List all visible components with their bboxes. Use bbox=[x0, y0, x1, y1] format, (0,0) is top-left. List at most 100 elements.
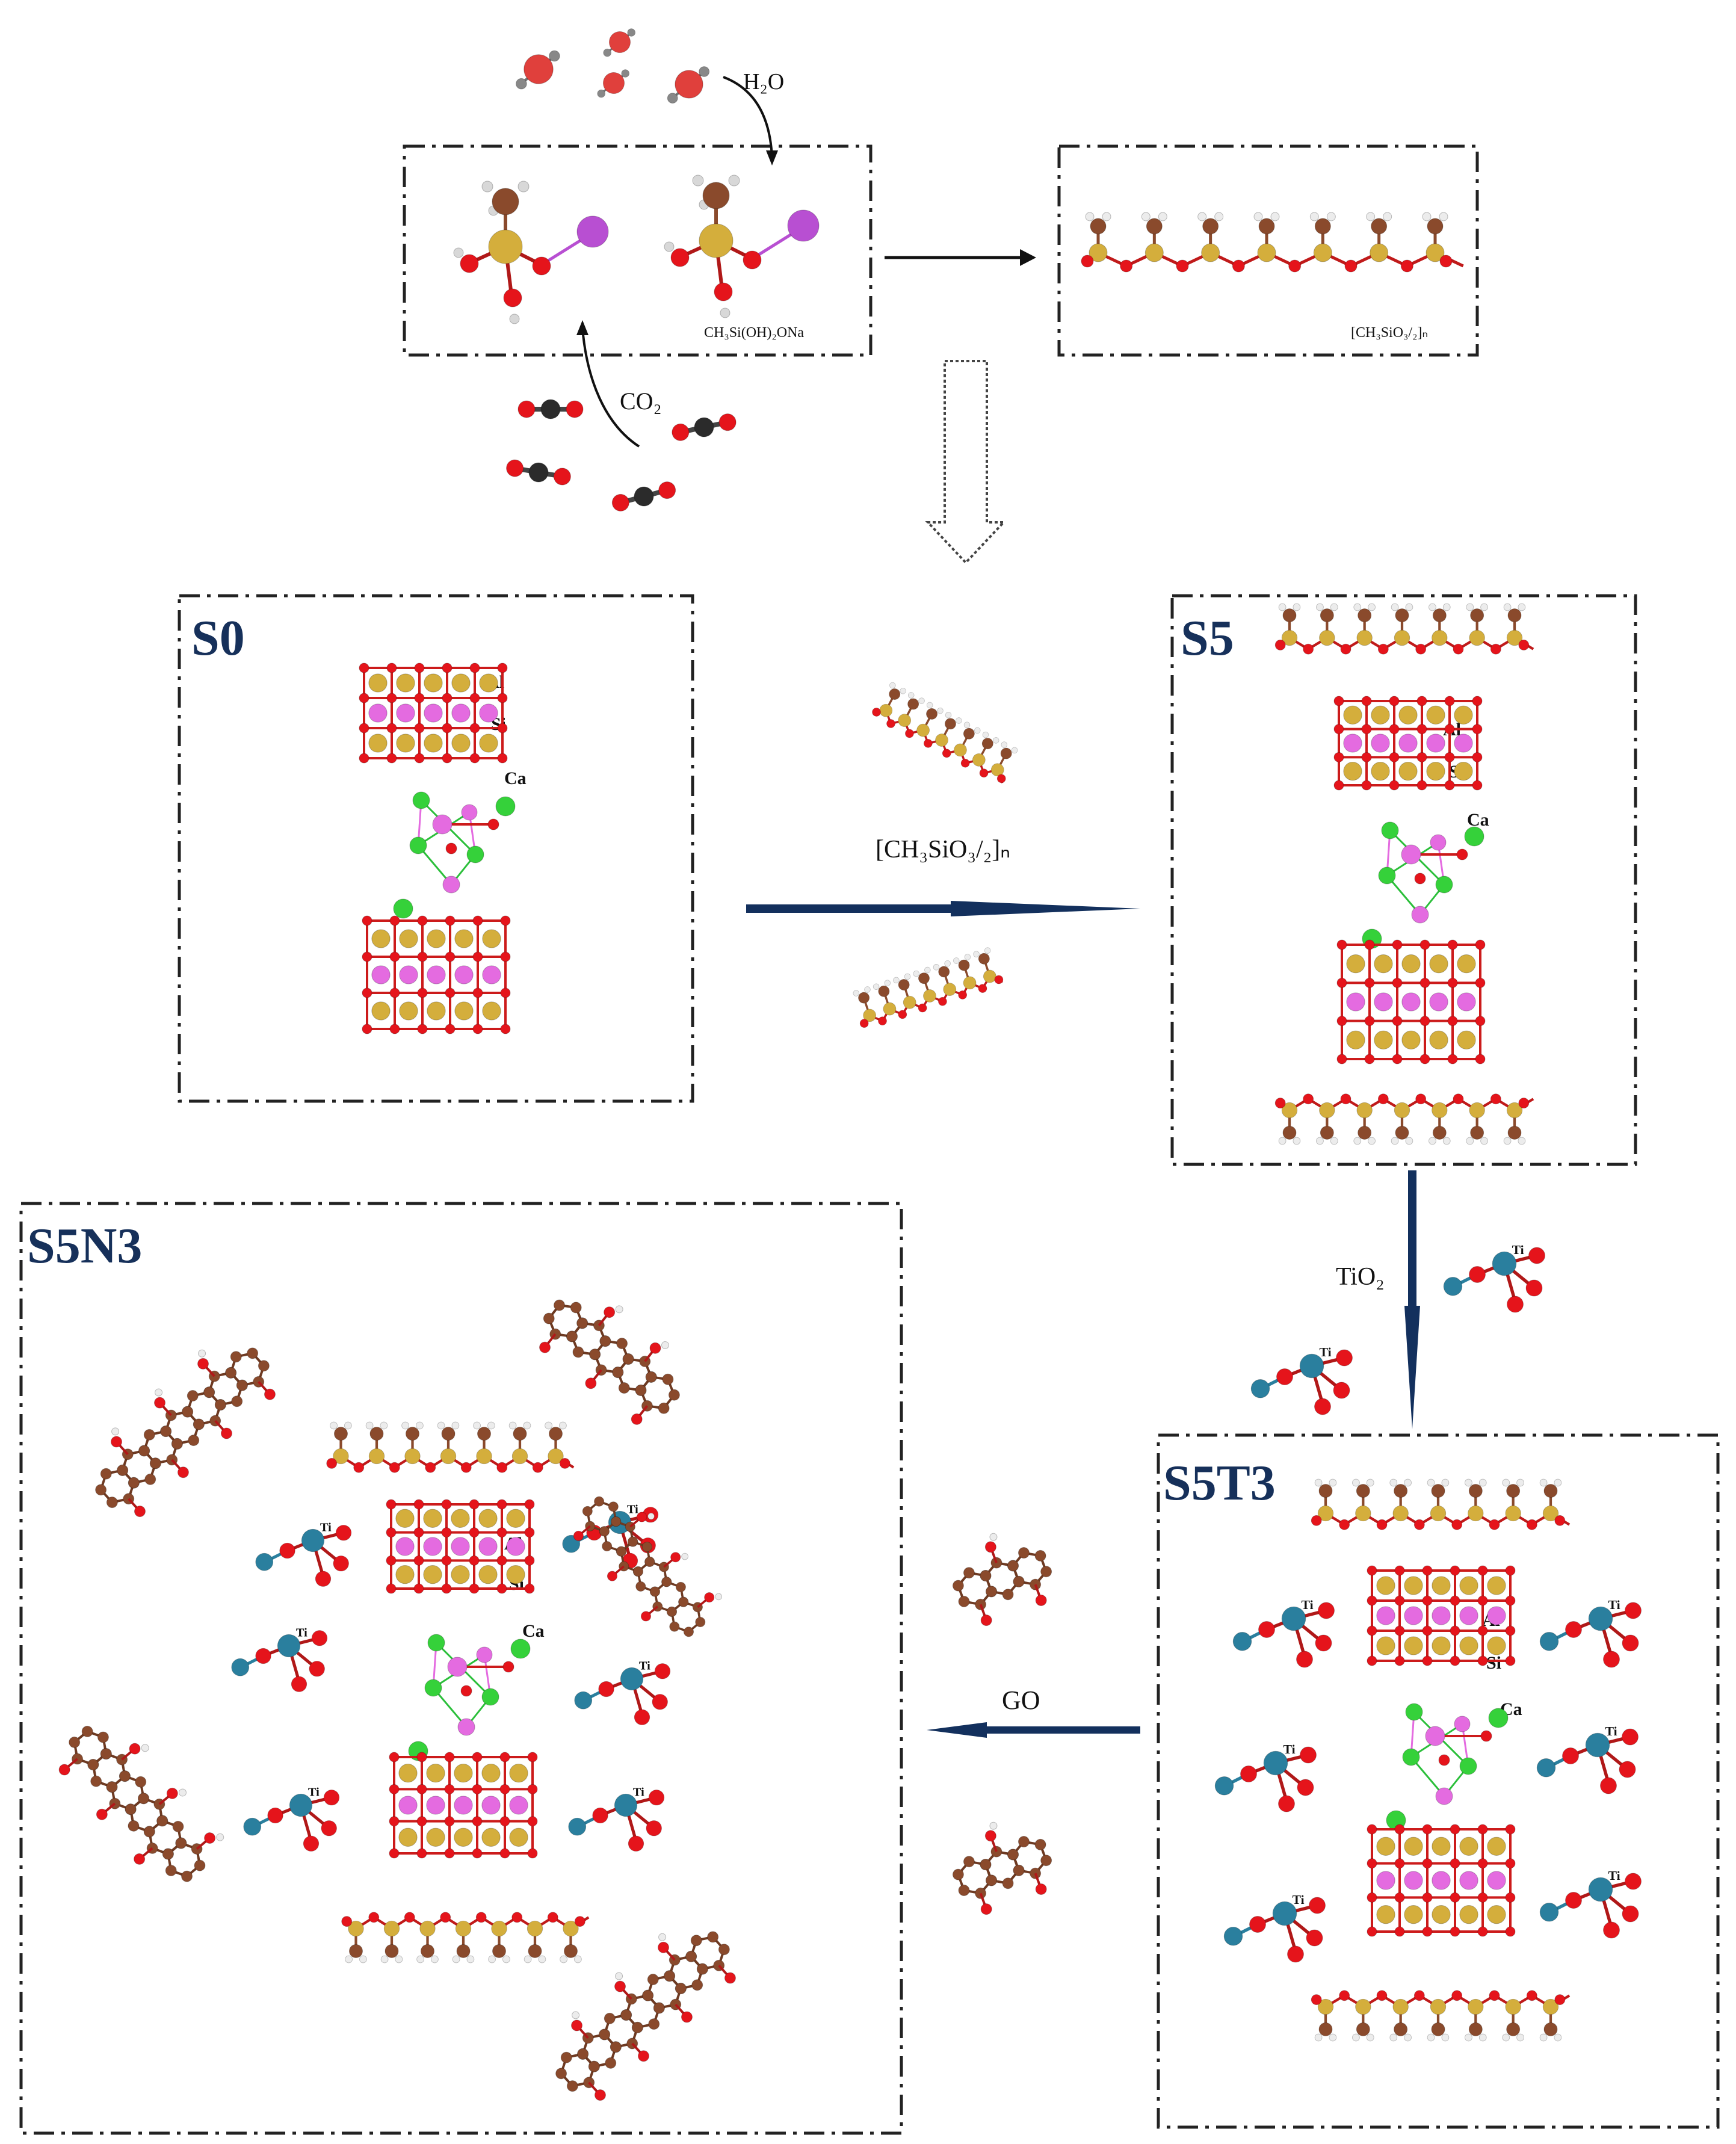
oxygen-atom bbox=[1472, 752, 1483, 762]
hydrogen-atom bbox=[945, 712, 952, 718]
calcium-atom bbox=[1381, 821, 1399, 839]
silicon-atom bbox=[1376, 1636, 1395, 1655]
oxygen-atom bbox=[469, 753, 480, 764]
oxygen-atom bbox=[1477, 1858, 1488, 1869]
oxygen-atom bbox=[859, 1019, 869, 1028]
silicon-atom bbox=[1374, 954, 1393, 974]
hydrogen-atom bbox=[908, 692, 915, 699]
titanium-symbol: Ti bbox=[296, 1627, 307, 1640]
carbon-atom bbox=[125, 1803, 137, 1815]
carbon-atom bbox=[647, 1974, 659, 1986]
oxygen-atom bbox=[1422, 1858, 1433, 1869]
oxygen-atom bbox=[460, 1685, 472, 1697]
carbon-atom bbox=[634, 486, 654, 507]
aluminium-atom bbox=[423, 1537, 442, 1556]
aluminium-atom bbox=[1371, 734, 1390, 753]
hydrogen-atom bbox=[1480, 1137, 1488, 1145]
oxygen-atom bbox=[1505, 1565, 1516, 1576]
aluminium-atom bbox=[1404, 1606, 1423, 1625]
aluminium-atom bbox=[1425, 1726, 1445, 1746]
carbon-atom bbox=[611, 1516, 622, 1527]
hydrogen-atom bbox=[1329, 2033, 1337, 2042]
carbon-atom bbox=[898, 979, 910, 990]
silicon-atom bbox=[1394, 1102, 1410, 1119]
carbon-atom bbox=[1395, 608, 1409, 623]
carbon-atom bbox=[662, 1373, 674, 1385]
titanium-symbol: Ti bbox=[1512, 1243, 1524, 1257]
oxygen-atom bbox=[1361, 696, 1372, 706]
co2-molecule bbox=[506, 459, 571, 486]
silicon-atom bbox=[1355, 1998, 1371, 2015]
oxygen-atom bbox=[1475, 977, 1486, 988]
oxygen-atom bbox=[1367, 1655, 1377, 1666]
oxygen-atom bbox=[1336, 1016, 1347, 1027]
carbon-atom bbox=[628, 1536, 638, 1547]
oxygen-atom bbox=[1518, 639, 1530, 650]
aluminium-atom bbox=[457, 1718, 475, 1736]
carbon-atom bbox=[620, 2009, 632, 2021]
oxygen-atom bbox=[1306, 1929, 1323, 1947]
hydrogen-atom bbox=[401, 1421, 409, 1430]
oxygen-atom bbox=[614, 1980, 626, 1992]
silicon-atom bbox=[1487, 1905, 1506, 1924]
carbon-atom bbox=[441, 1427, 456, 1441]
oxygen-atom bbox=[496, 1527, 507, 1538]
silicon-atom bbox=[426, 1827, 445, 1847]
silicon-atom bbox=[898, 714, 912, 727]
hydrogen-atom bbox=[1011, 747, 1018, 754]
carbon-atom bbox=[702, 182, 730, 209]
oxygen-atom bbox=[566, 400, 584, 418]
carbon-atom bbox=[889, 688, 901, 700]
oxygen-atom bbox=[1361, 752, 1372, 762]
oxygen-atom bbox=[658, 1941, 670, 1953]
carbon-atom bbox=[718, 1944, 730, 1956]
oxygen-atom bbox=[1377, 643, 1389, 655]
aluminium-atom bbox=[1346, 992, 1365, 1012]
silicon-atom bbox=[348, 1920, 364, 1937]
silicon-atom bbox=[398, 1827, 418, 1847]
hydrogen-atom bbox=[1330, 1137, 1338, 1145]
tio2-molecule: Ti bbox=[1539, 1868, 1642, 1939]
oxygen-atom bbox=[503, 288, 522, 307]
carbon-atom bbox=[1040, 1566, 1052, 1578]
polysiloxane-chain bbox=[1311, 1990, 1571, 2042]
silicon-atom bbox=[1398, 705, 1418, 725]
carbon-atom bbox=[1007, 1560, 1019, 1572]
oxygen-atom bbox=[714, 282, 733, 301]
carbon-atom bbox=[175, 1837, 187, 1849]
oxygen-atom bbox=[1394, 1595, 1405, 1606]
hydrogen-atom bbox=[1316, 1137, 1324, 1145]
silicon-atom bbox=[1374, 1030, 1393, 1050]
carbon-atom bbox=[648, 2018, 660, 2030]
oxygen-atom bbox=[1274, 1098, 1286, 1109]
s0-title: S0 bbox=[191, 610, 245, 666]
oxygen-atom bbox=[1419, 1054, 1430, 1064]
oxygen-atom bbox=[872, 708, 881, 717]
aluminium-atom bbox=[432, 814, 453, 835]
oxygen-atom bbox=[441, 1499, 452, 1510]
oxygen-atom bbox=[1303, 1093, 1314, 1105]
oxygen-atom bbox=[315, 1571, 332, 1587]
oxygen-atom bbox=[960, 758, 970, 768]
oxygen-atom bbox=[1314, 1398, 1331, 1415]
silicon-atom bbox=[963, 976, 977, 990]
aluminosilicate-layer bbox=[389, 1752, 538, 1859]
hydrogen-atom bbox=[973, 951, 980, 957]
oxygen-atom bbox=[1392, 939, 1403, 950]
oxygen-atom bbox=[585, 1377, 597, 1389]
polysiloxane-chain bbox=[1274, 1093, 1534, 1145]
carbon-atom bbox=[645, 1371, 657, 1383]
silicon-atom bbox=[1459, 1905, 1478, 1924]
oxygen-atom bbox=[413, 1499, 424, 1510]
hydrogen-atom bbox=[1293, 1137, 1301, 1145]
oxygen-atom bbox=[1364, 1054, 1375, 1064]
carbon-atom bbox=[610, 2041, 622, 2053]
oxygen-atom bbox=[1447, 939, 1458, 950]
oxygen-atom bbox=[1505, 1625, 1516, 1636]
silicon-atom bbox=[404, 1448, 421, 1465]
oxygen-atom bbox=[359, 753, 369, 764]
hydrogen-atom bbox=[667, 93, 678, 104]
hydrogen-atom bbox=[873, 983, 880, 990]
oxygen-atom bbox=[442, 723, 453, 734]
